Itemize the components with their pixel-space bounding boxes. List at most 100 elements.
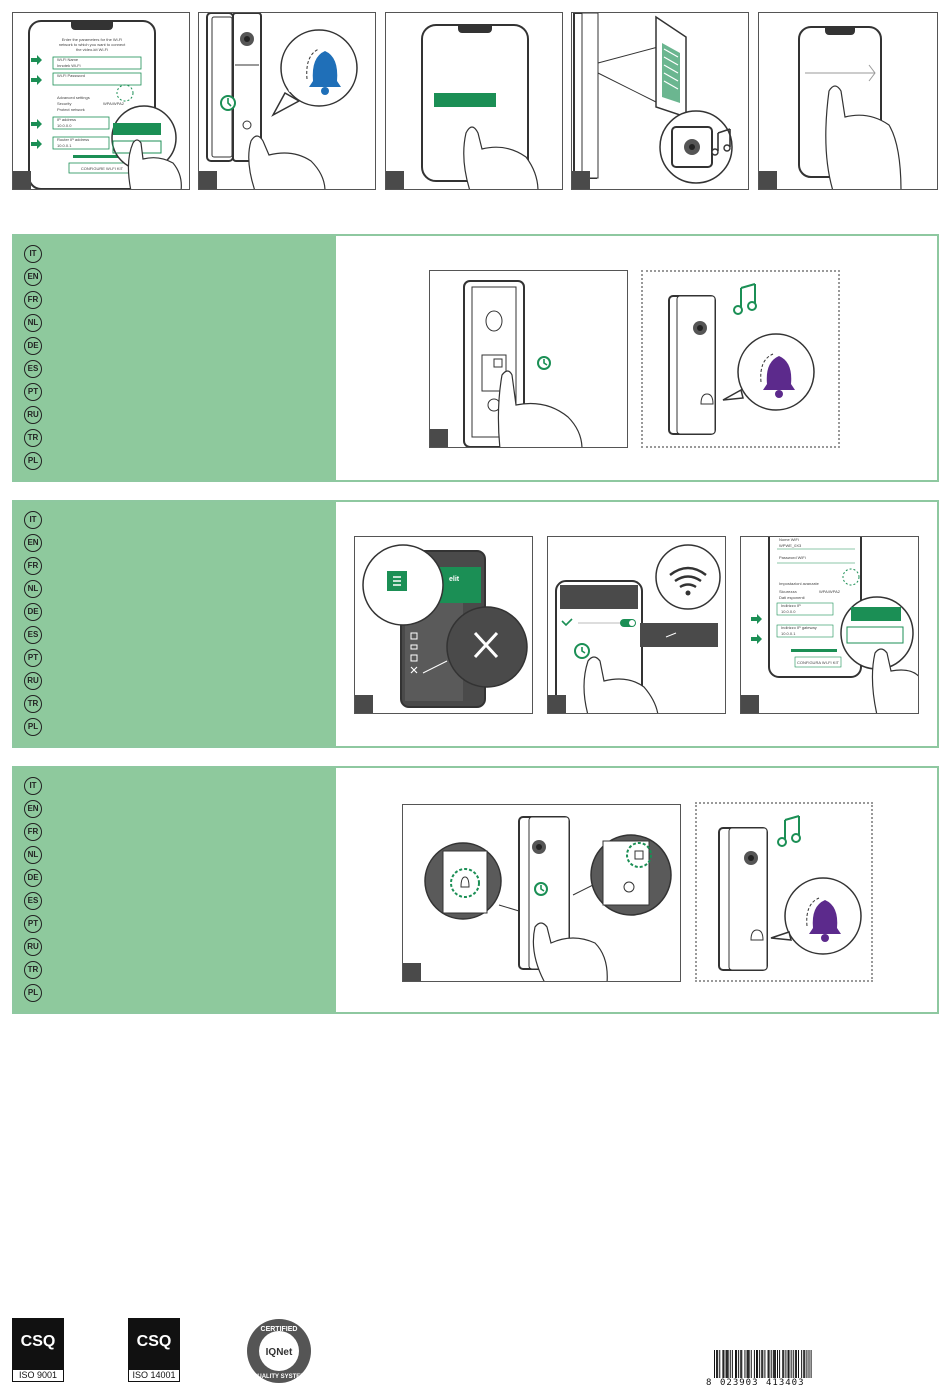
lang-badge-nl: NL <box>24 846 42 864</box>
cert-iqnet: CERTIFIED IQNet QUALITY SYSTEM <box>246 1318 312 1384</box>
lang-badge-de: DE <box>24 869 42 887</box>
svg-text:Password WiFi: Password WiFi <box>779 555 806 560</box>
svg-text:CSQ: CSQ <box>137 1333 172 1350</box>
svg-text:Indirizzo IP gateway: Indirizzo IP gateway <box>781 625 817 630</box>
language-column: IT EN FR NL DE ES PT RU TR PL <box>14 236 336 480</box>
lang-badge-es: ES <box>24 626 42 644</box>
lang-badge-it: IT <box>24 245 42 263</box>
instruction-section-3: IT EN FR NL DE ES PT RU TR PL <box>12 766 939 1014</box>
figure-press-reset <box>402 804 681 982</box>
cert-iso14001: CSQ ISO 14001 <box>128 1318 180 1382</box>
figure-reset-button <box>429 270 628 448</box>
svg-text:QUALITY SYSTEM: QUALITY SYSTEM <box>253 1374 306 1380</box>
lang-badge-pt: PT <box>24 383 42 401</box>
figure-app-ip-settings: Nome WiFi WPWE_0X3 Password WiFi Imposta… <box>740 536 919 714</box>
svg-text:IQNet: IQNet <box>266 1347 293 1358</box>
step-panel-3 <box>385 12 563 190</box>
cert-label: ISO 9001 <box>12 1369 64 1382</box>
figure-doorbell-chime-2 <box>695 802 873 982</box>
step-marker <box>759 171 777 189</box>
svg-text:Indirizzo IP: Indirizzo IP <box>781 603 801 608</box>
lang-badge-ru: RU <box>24 938 42 956</box>
step-marker <box>199 171 217 189</box>
instruction-section-2: IT EN FR NL DE ES PT RU TR PL elit <box>12 500 939 748</box>
svg-text:WPWE_0X3: WPWE_0X3 <box>779 543 802 548</box>
svg-text:Impostazioni avanzate: Impostazioni avanzate <box>779 581 820 586</box>
svg-text:10.0.0.1: 10.0.0.1 <box>57 143 72 148</box>
lang-badge-fr: FR <box>24 823 42 841</box>
iqnet-seal-icon: CERTIFIED IQNet QUALITY SYSTEM <box>247 1319 311 1383</box>
svg-text:Dati esponenti: Dati esponenti <box>779 595 805 600</box>
lang-badge-pl: PL <box>24 718 42 736</box>
svg-text:CONFIGURA WI-FI KIT: CONFIGURA WI-FI KIT <box>797 660 840 665</box>
lang-badge-fr: FR <box>24 291 42 309</box>
svg-text:WPA/WPA2: WPA/WPA2 <box>103 101 125 106</box>
step-marker <box>403 963 421 981</box>
svg-text:WPA/WPA2: WPA/WPA2 <box>819 589 841 594</box>
step-marker <box>430 429 448 447</box>
lang-badge-it: IT <box>24 511 42 529</box>
svg-text:Router IP address: Router IP address <box>57 137 89 142</box>
barcode: 8 023903 413403 <box>706 1350 816 1390</box>
svg-text:10.0.0.0: 10.0.0.0 <box>57 123 72 128</box>
svg-text:Security: Security <box>57 101 71 106</box>
lang-badge-nl: NL <box>24 580 42 598</box>
svg-text:Innotek Wi-Fi: Innotek Wi-Fi <box>57 63 81 68</box>
svg-text:Advanced settings: Advanced settings <box>57 95 90 100</box>
language-column: IT EN FR NL DE ES PT RU TR PL <box>14 502 336 746</box>
svg-text:CSQ: CSQ <box>21 1333 56 1350</box>
step-marker <box>386 171 404 189</box>
step-marker <box>741 695 759 713</box>
svg-text:the video-kit Wi-Fi: the video-kit Wi-Fi <box>76 47 108 52</box>
lang-badge-de: DE <box>24 337 42 355</box>
step-panel-1: Enter the parameters for the Wi-Fi netwo… <box>12 12 190 190</box>
csq-logo-icon: CSQ <box>128 1318 180 1370</box>
cert-label: ISO 14001 <box>128 1369 180 1382</box>
lang-badge-pl: PL <box>24 452 42 470</box>
step-marker <box>13 171 31 189</box>
language-column: IT EN FR NL DE ES PT RU TR PL <box>14 768 336 1012</box>
lang-badge-en: EN <box>24 534 42 552</box>
lang-badge-ru: RU <box>24 672 42 690</box>
lang-badge-pt: PT <box>24 915 42 933</box>
csq-logo-icon: CSQ <box>12 1318 64 1370</box>
lang-badge-es: ES <box>24 892 42 910</box>
svg-text:network to which you want to c: network to which you want to connect <box>59 42 126 47</box>
lang-badge-pt: PT <box>24 649 42 667</box>
figure-app-menu: elit <box>354 536 533 714</box>
lang-badge-en: EN <box>24 268 42 286</box>
lang-badge-tr: TR <box>24 961 42 979</box>
svg-text:Wi-Fi Name: Wi-Fi Name <box>57 57 79 62</box>
lang-badge-de: DE <box>24 603 42 621</box>
lang-badge-ru: RU <box>24 406 42 424</box>
lang-badge-en: EN <box>24 800 42 818</box>
figure-app-device <box>547 536 726 714</box>
barcode-group1: 023903 <box>720 1378 759 1388</box>
lang-badge-it: IT <box>24 777 42 795</box>
step-panel-4 <box>571 12 749 190</box>
figure-doorbell-chime <box>641 270 840 448</box>
step-marker <box>572 171 590 189</box>
instruction-section-1: IT EN FR NL DE ES PT RU TR PL <box>12 234 939 482</box>
svg-text:Nome WiFi: Nome WiFi <box>779 537 799 542</box>
lang-badge-pl: PL <box>24 984 42 1002</box>
lang-badge-tr: TR <box>24 695 42 713</box>
step-panel-5 <box>758 12 938 190</box>
svg-text:Enter the parameters for the W: Enter the parameters for the Wi-Fi <box>62 37 123 42</box>
step-marker <box>548 695 566 713</box>
svg-text:CONFIGURE WI-FI KIT: CONFIGURE WI-FI KIT <box>81 166 124 171</box>
svg-text:elit: elit <box>449 576 460 583</box>
svg-text:Wi-Fi Password: Wi-Fi Password <box>57 73 85 78</box>
svg-text:10.0.0.1: 10.0.0.1 <box>781 631 796 636</box>
svg-text:CERTIFIED: CERTIFIED <box>261 1326 298 1333</box>
svg-text:Sicurezza: Sicurezza <box>779 589 797 594</box>
barcode-lead: 8 <box>706 1378 713 1388</box>
lang-badge-tr: TR <box>24 429 42 447</box>
cert-iso9001: CSQ ISO 9001 <box>12 1318 64 1382</box>
lang-badge-fr: FR <box>24 557 42 575</box>
svg-text:IP address: IP address <box>57 117 76 122</box>
step-marker <box>355 695 373 713</box>
lang-badge-nl: NL <box>24 314 42 332</box>
step-panel-2 <box>198 12 376 190</box>
barcode-bars-icon <box>714 1350 812 1378</box>
